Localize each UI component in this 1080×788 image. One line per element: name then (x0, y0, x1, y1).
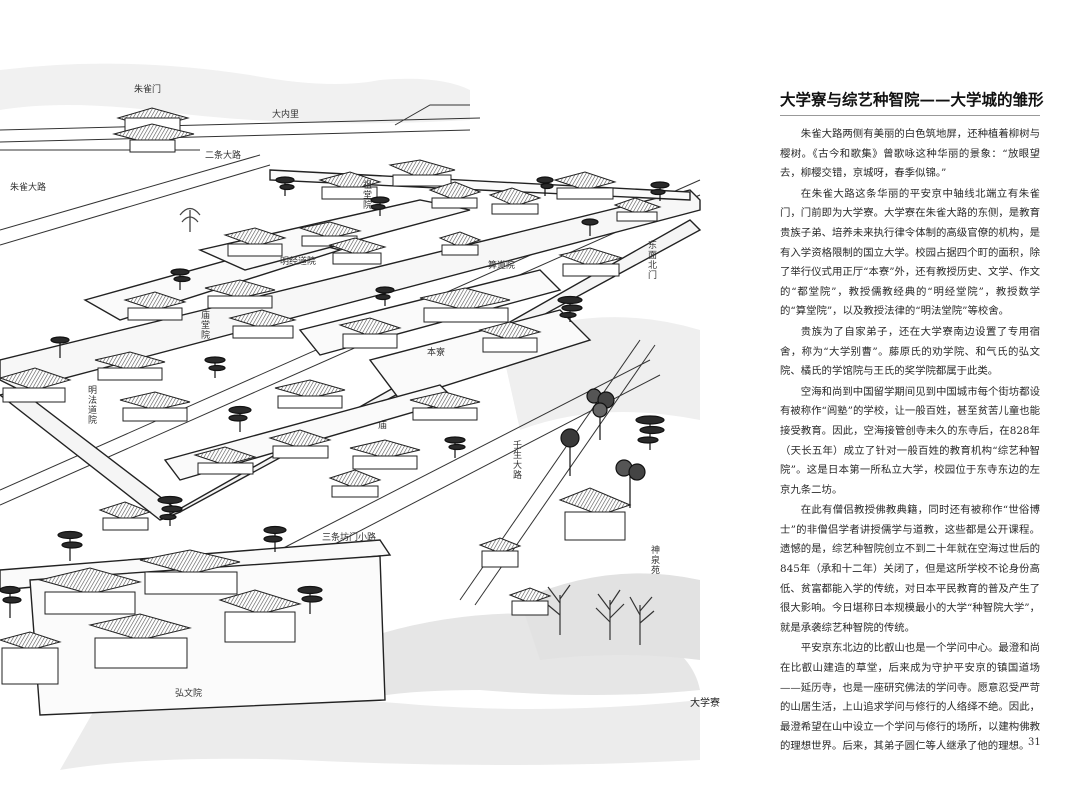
paragraph: 在此有僧侣教授佛教典籍，同时还有被称作“世俗博士”的非僧侣学者讲授儒学与道教，这… (780, 504, 1040, 634)
paragraph: 贵族为了自家弟子，还在大学寮南边设置了专用宿舍，称为“大学别曹”。藤原氏的劝学院… (780, 325, 1040, 378)
map-label-myobodo: 明法道院 (86, 385, 96, 425)
map-label-suzaku-oji: 朱雀大路 (10, 183, 47, 193)
trees (0, 176, 670, 645)
map-label-mountain: 大内里 (272, 110, 300, 120)
buildings (0, 107, 662, 685)
map-label-nijo-oji: 二条大路 (205, 151, 242, 161)
map-label-zaishi: 庙堂院 (199, 310, 209, 340)
daigakuryo-illustration (0, 63, 702, 770)
paragraph: 在朱雀大路这条华丽的平安京中轴线北端立有朱雀门，门前即为大学寮。大学寮在朱雀大路… (780, 187, 1040, 318)
figure-caption: 大学寮 (690, 698, 720, 709)
map-label-suzakumon: 朱雀门 (134, 85, 162, 95)
map-label-shinsen: 神泉苑 (649, 545, 659, 575)
map-label-sandoin: 算道院 (488, 261, 516, 271)
ink-wash (0, 63, 700, 770)
article-column: 大学寮与综艺种智院——大学城的雏形 朱雀大路两侧有美丽的白色筑地屏，还种植着柳树… (780, 88, 1044, 758)
paragraph: 空海和尚到中国留学期间见到中国城市每个街坊都设有被称作“闾塾”的学校，让一般百姓… (780, 385, 1040, 496)
map-label-honryo: 本寮 (427, 348, 446, 358)
page-number: 31 (1028, 737, 1041, 748)
map-label-myogyo: 明经道院 (280, 257, 317, 267)
map-label-kobunin: 弘文院 (175, 689, 203, 699)
map-label-sanjo-bomon: 三条坊门小路 (322, 533, 377, 543)
map-label-mibu-oji: 壬生大路 (511, 440, 521, 480)
article-title: 大学寮与综艺种智院——大学城的雏形 (780, 88, 1044, 116)
map-label-toin: 庙 (378, 421, 388, 431)
paragraph: 朱雀大路两侧有美丽的白色筑地屏，还种植着柳树与樱树。《古今和歌集》曾歌咏这种华丽… (780, 128, 1040, 180)
paragraph: 平安京东北边的比叡山也是一个学问中心。最澄和尚在比叡山建造的草堂，后来成为守护平… (780, 642, 1040, 753)
suzaku-gate (112, 107, 195, 153)
map-label-ritsu: 祖堂院 (361, 180, 371, 210)
map-label-east-gate: 东面北门 (646, 240, 656, 280)
